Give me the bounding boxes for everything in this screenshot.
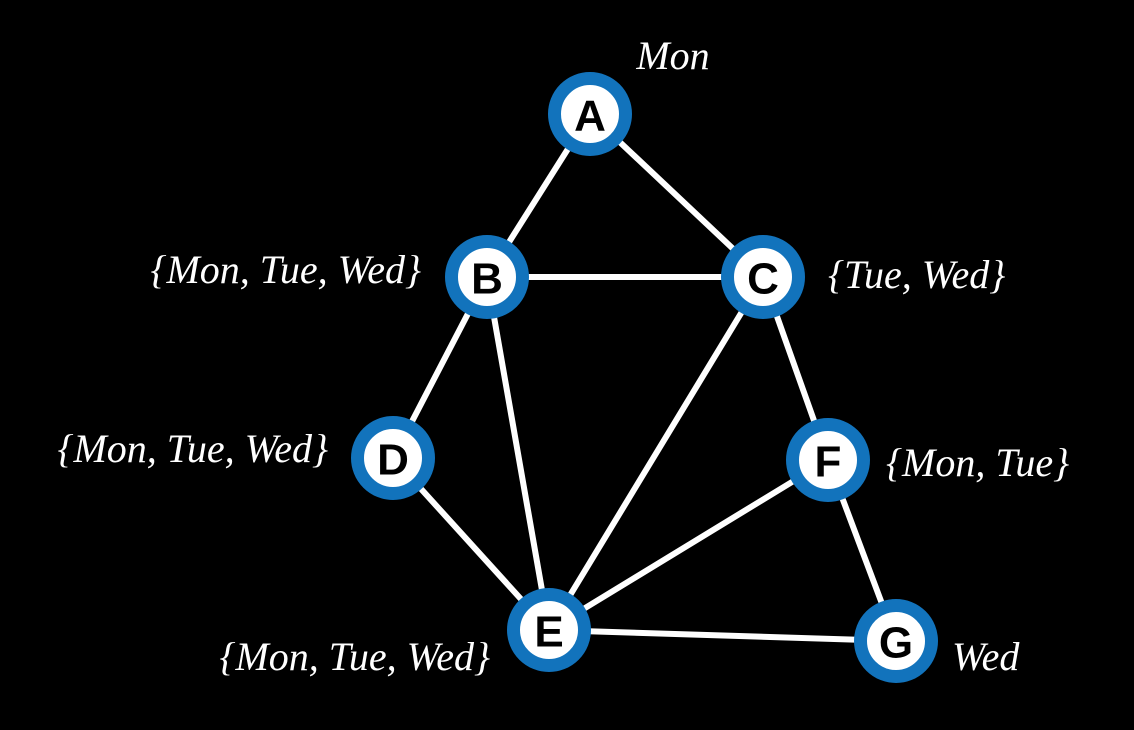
domain-label-C: {Tue, Wed}	[828, 252, 1005, 297]
nodes-layer: A B C D E F G	[351, 72, 938, 683]
node-D	[351, 416, 435, 500]
node-letter-A: A	[574, 92, 606, 141]
node-A	[548, 72, 632, 156]
node-G	[854, 599, 938, 683]
node-letter-B: B	[471, 255, 503, 304]
edge-B-E	[484, 274, 552, 633]
node-letter-G: G	[879, 619, 913, 668]
labels-layer: Mon {Mon, Tue, Wed} {Tue, Wed} {Mon, Tue, W…	[57, 33, 1069, 679]
domain-label-G: Wed	[952, 634, 1020, 679]
edge-E-G	[546, 627, 899, 644]
node-F	[786, 418, 870, 502]
node-C	[721, 235, 805, 319]
node-letter-F: F	[815, 438, 842, 487]
node-E	[507, 588, 591, 672]
domain-label-E: {Mon, Tue, Wed}	[219, 634, 490, 679]
node-letter-E: E	[534, 608, 563, 657]
edge-E-F	[546, 457, 831, 633]
node-B	[445, 235, 529, 319]
domain-label-A: Mon	[635, 33, 709, 78]
edges-layer	[390, 111, 899, 644]
edge-C-E	[546, 274, 766, 633]
domain-label-D: {Mon, Tue, Wed}	[57, 426, 328, 471]
domain-label-F: {Mon, Tue}	[886, 440, 1069, 485]
domain-label-B: {Mon, Tue, Wed}	[150, 247, 421, 292]
node-letter-C: C	[747, 255, 779, 304]
node-letter-D: D	[377, 436, 409, 485]
